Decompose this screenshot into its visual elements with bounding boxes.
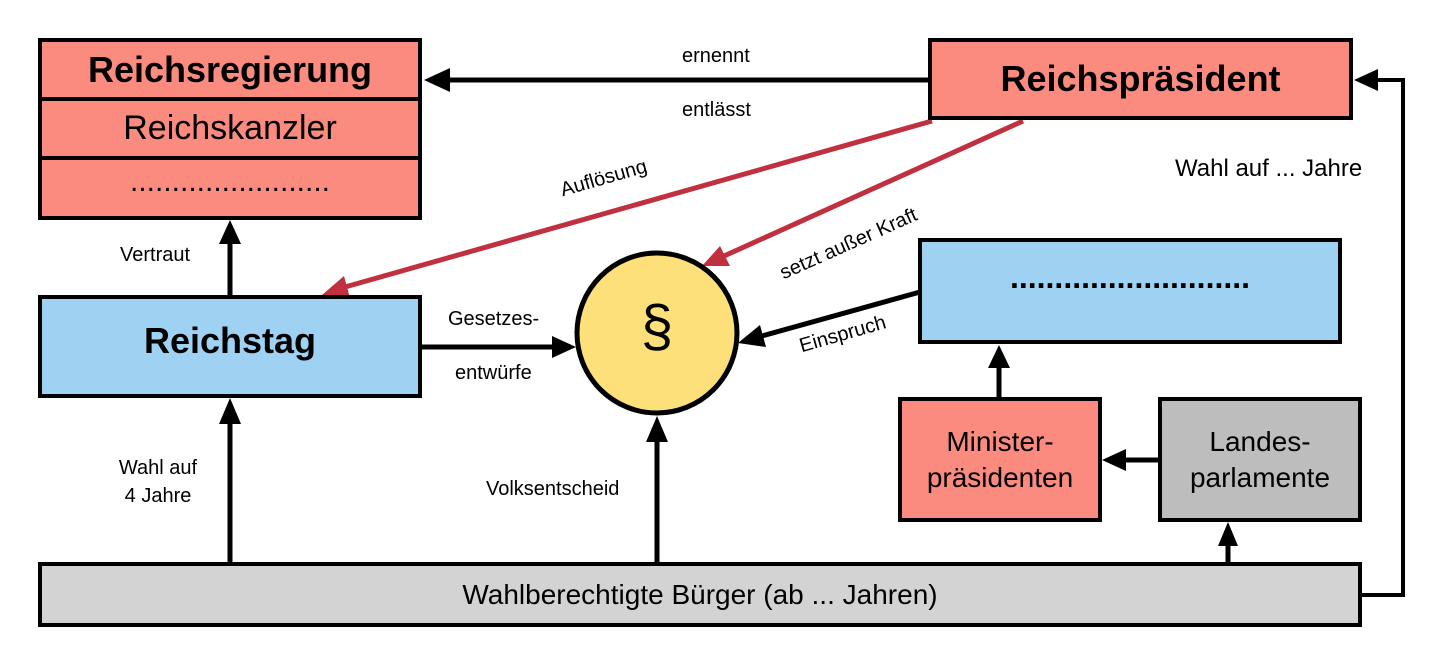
arrow-setzt-ausser-kraft	[702, 118, 1025, 266]
reichstag-box: Reichstag	[38, 295, 422, 398]
reichsregierung-label: Reichsregierung	[87, 48, 373, 90]
label-wahl-reichstag-line2: 4 Jahre	[124, 485, 192, 507]
arrow-gesetzesentwuerfe	[420, 336, 576, 358]
blank-organ-box: ...........................	[918, 238, 1342, 344]
reichspraesident-box: Reichspräsident	[928, 38, 1353, 120]
arrow-einspruch	[738, 289, 921, 347]
arrow-aufloesung	[322, 118, 933, 298]
label-entlaesst: entlässt	[682, 99, 751, 121]
arrow-ernennt-entlaesst	[424, 68, 930, 92]
arrow-volksentscheid	[646, 416, 668, 563]
arrow-wahl-praesident	[1354, 69, 1405, 597]
label-volksentscheid: Volksentscheid	[486, 478, 620, 500]
label-wahl-praesident: Wahl auf ... Jahre	[1175, 155, 1363, 182]
landesparlamente-box: Landes- parlamente	[1158, 397, 1362, 522]
label-wahl-reichstag: Wahl auf 4 Jahre	[108, 454, 208, 510]
reichspraesident-label: Reichspräsident	[1000, 58, 1281, 99]
reichskanzler-label: Reichskanzler	[123, 109, 337, 147]
buerger-box: Wahlberechtigte Bürger (ab ... Jahren)	[38, 562, 1362, 627]
arrow-buerger-to-landesparlamente	[1218, 522, 1238, 563]
blank-organ-label: ...........................	[1009, 258, 1251, 295]
paragraph-symbol: §	[640, 294, 674, 359]
arrow-vertraut	[219, 220, 241, 296]
regierung-placeholder-label: ........................	[129, 165, 331, 198]
label-ernennt: ernennt	[682, 45, 750, 67]
arrow-landesparlamente-to-ministerpraesidenten	[1102, 449, 1160, 471]
regierung-placeholder-box: ........................	[38, 156, 422, 220]
reichskanzler-box: Reichskanzler	[38, 97, 422, 160]
landesparlamente-label-line1: Landes-	[1209, 425, 1311, 457]
buerger-label: Wahlberechtigte Bürger (ab ... Jahren)	[462, 578, 938, 610]
reichstag-label: Reichstag	[143, 319, 317, 361]
paragraph-circle	[574, 250, 740, 416]
arrow-wahl-reichstag	[219, 398, 241, 563]
landesparlamente-label-line2: parlamente	[1189, 461, 1331, 493]
label-vertraut: Vertraut	[120, 244, 191, 266]
label-gesetzes: Gesetzes-	[448, 308, 540, 330]
ministerpraesidenten-label-line1: Minister-	[946, 425, 1054, 457]
ministerpraesidenten-label-line2: präsidenten	[926, 461, 1074, 493]
label-entwuerfe: entwürfe	[455, 362, 532, 384]
arrow-ministerpraesidenten-up	[988, 345, 1010, 400]
label-wahl-reichstag-line1: Wahl auf	[118, 457, 198, 479]
reichsregierung-box: Reichsregierung	[38, 38, 422, 101]
ministerpraesidenten-box: Minister- präsidenten	[898, 397, 1102, 522]
